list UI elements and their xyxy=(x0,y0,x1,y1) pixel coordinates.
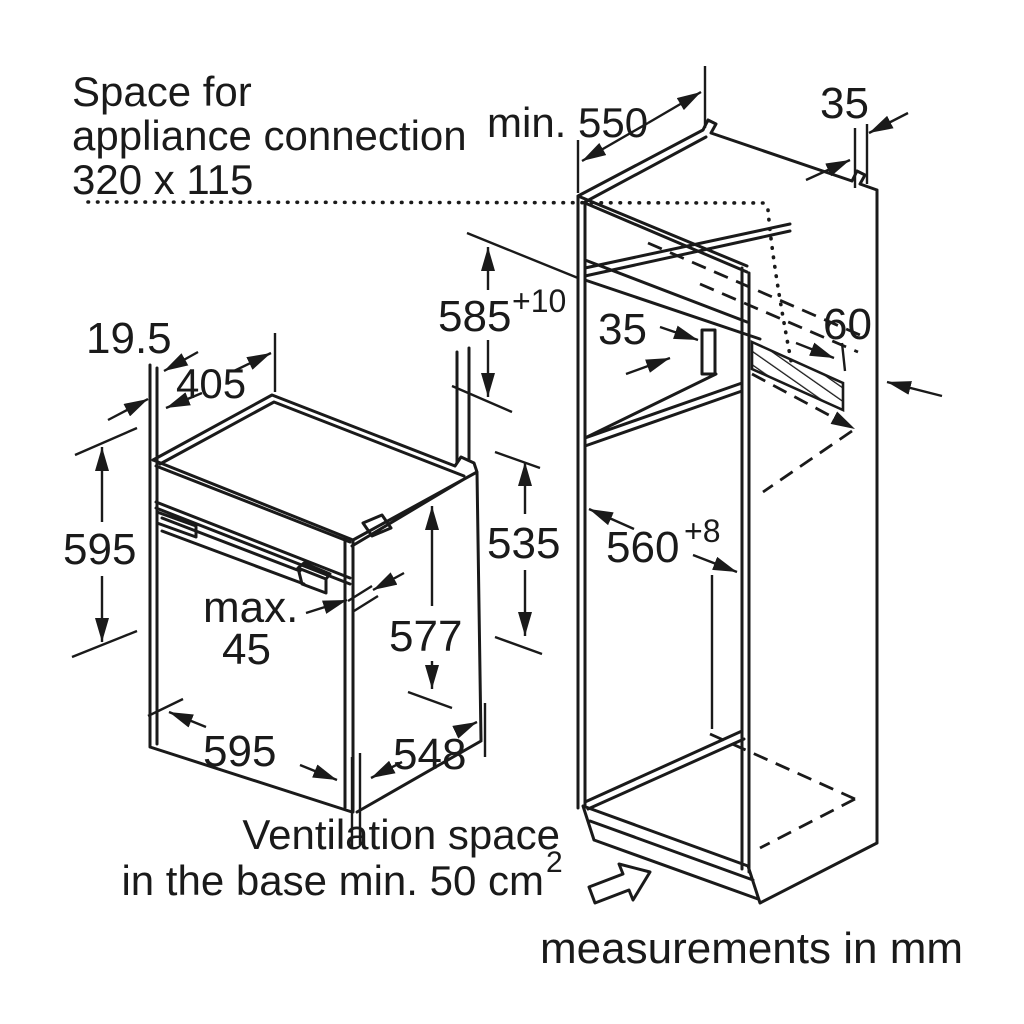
dimension-extension-lines xyxy=(71,66,869,848)
arrow-405-a xyxy=(165,391,203,410)
arrow-min550-left xyxy=(581,121,649,163)
arrow-max45-b xyxy=(372,571,405,592)
dim-niche-height-585: 585 xyxy=(438,292,511,341)
arrow-max45-a xyxy=(305,598,348,615)
arrow-595B-left xyxy=(168,710,207,729)
dim-duct-60: 60 xyxy=(823,300,872,349)
arrow-405-b xyxy=(233,351,272,373)
dim-rear-panel-35: 35 xyxy=(820,79,869,128)
base-airflow-arrow xyxy=(587,862,652,905)
arrow-top35-left xyxy=(805,158,851,182)
arrow-195-b xyxy=(163,350,199,373)
arrow-min550-right xyxy=(647,90,702,125)
dim-handle-45: 45 xyxy=(222,625,271,674)
oven-outline xyxy=(148,346,483,814)
dim-min-550: min. 550 xyxy=(487,99,648,146)
cabinet-outline xyxy=(576,118,879,905)
note-ventilation-line1: Ventilation space xyxy=(242,811,560,858)
dim-front-width-595: 595 xyxy=(203,727,276,776)
note-ventilation-line2: in the base min. 50 cm xyxy=(121,857,544,904)
arrow-548-right xyxy=(452,720,478,739)
arrow-195-a xyxy=(107,397,149,422)
label-connection-size: 320 x 115 xyxy=(72,156,253,203)
hatch-vent-strip xyxy=(750,339,845,413)
dotted-connection-leader xyxy=(86,200,794,368)
arrow-560-right xyxy=(692,553,738,574)
dim-front-height-595: 595 xyxy=(63,525,136,574)
label-appliance-connection: appliance connection xyxy=(72,112,467,159)
sup-niche-height-tol: +10 xyxy=(512,283,566,319)
dim-door-proud-19-5: 19.5 xyxy=(86,314,172,363)
dim-side-height-535: 535 xyxy=(487,519,560,568)
hidden-duct-arrow xyxy=(751,372,856,431)
dim-shelf-gap-35: 35 xyxy=(598,305,647,354)
hidden-duct-edges xyxy=(647,241,861,850)
arrow-560-left xyxy=(588,507,635,531)
sup-niche-width-tol: +8 xyxy=(684,513,720,549)
sup-ventilation-cm2: 2 xyxy=(546,846,563,879)
dim-body-height-577: 577 xyxy=(389,612,462,661)
dim-handle-max: max. xyxy=(203,583,298,632)
arrow-inner35-b xyxy=(625,356,671,376)
dimension-arrows xyxy=(95,90,943,782)
label-space-for: Space for xyxy=(72,68,252,115)
arrow-inner35-a xyxy=(659,325,699,342)
arrow-top35-right xyxy=(868,111,909,135)
arrow-duct60 xyxy=(795,341,835,360)
oven-drawing xyxy=(148,346,483,814)
arrow-548-left xyxy=(370,760,403,780)
dim-top-depth-405: 405 xyxy=(176,360,246,407)
cabinet-drawing xyxy=(86,118,879,905)
dim-body-depth-548: 548 xyxy=(393,730,466,779)
note-units: measurements in mm xyxy=(540,924,963,973)
arrow-wall-side xyxy=(886,380,943,398)
arrow-595B-right xyxy=(299,763,338,782)
dim-niche-width-560: 560 xyxy=(606,523,679,572)
dashed-hidden-lines xyxy=(647,241,861,850)
